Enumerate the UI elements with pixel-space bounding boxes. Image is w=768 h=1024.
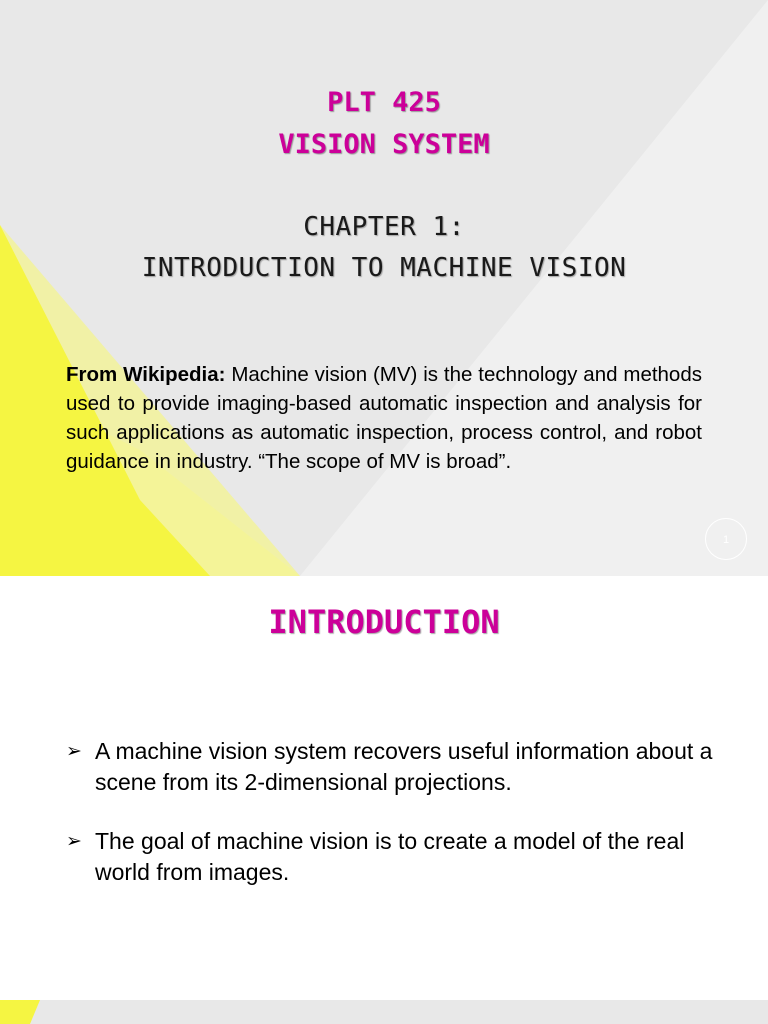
slide-2: INTRODUCTION ➢ A machine vision system r… — [0, 576, 768, 1000]
bullet-item: ➢ A machine vision system recovers usefu… — [66, 736, 716, 798]
slide-title: INTRODUCTION — [268, 603, 500, 641]
source-label: From Wikipedia: — [66, 363, 226, 386]
bullet-item: ➢ The goal of machine vision is to creat… — [66, 826, 716, 888]
chapter-label: CHAPTER 1: — [303, 212, 465, 242]
chapter-title: INTRODUCTION TO MACHINE VISION — [141, 253, 627, 283]
slide-1: PLT 425 VISION SYSTEM CHAPTER 1: INTRODU… — [0, 0, 768, 576]
definition-text: Machine vision (MV) is the technology an… — [66, 363, 702, 473]
slide-number-badge: 1 — [705, 518, 747, 560]
course-name: VISION SYSTEM — [278, 129, 490, 160]
wikipedia-definition: From Wikipedia: Machine vision (MV) is t… — [66, 360, 702, 476]
course-code: PLT 425 — [327, 87, 441, 118]
slide-background-shapes — [0, 225, 300, 576]
arrow-bullet-icon: ➢ — [66, 741, 82, 762]
slide-background-shapes — [0, 1000, 40, 1024]
slide-3-partial — [0, 1000, 768, 1024]
bullet-text: The goal of machine vision is to create … — [95, 828, 685, 885]
arrow-bullet-icon: ➢ — [66, 831, 82, 852]
bullet-text: A machine vision system recovers useful … — [95, 738, 713, 795]
